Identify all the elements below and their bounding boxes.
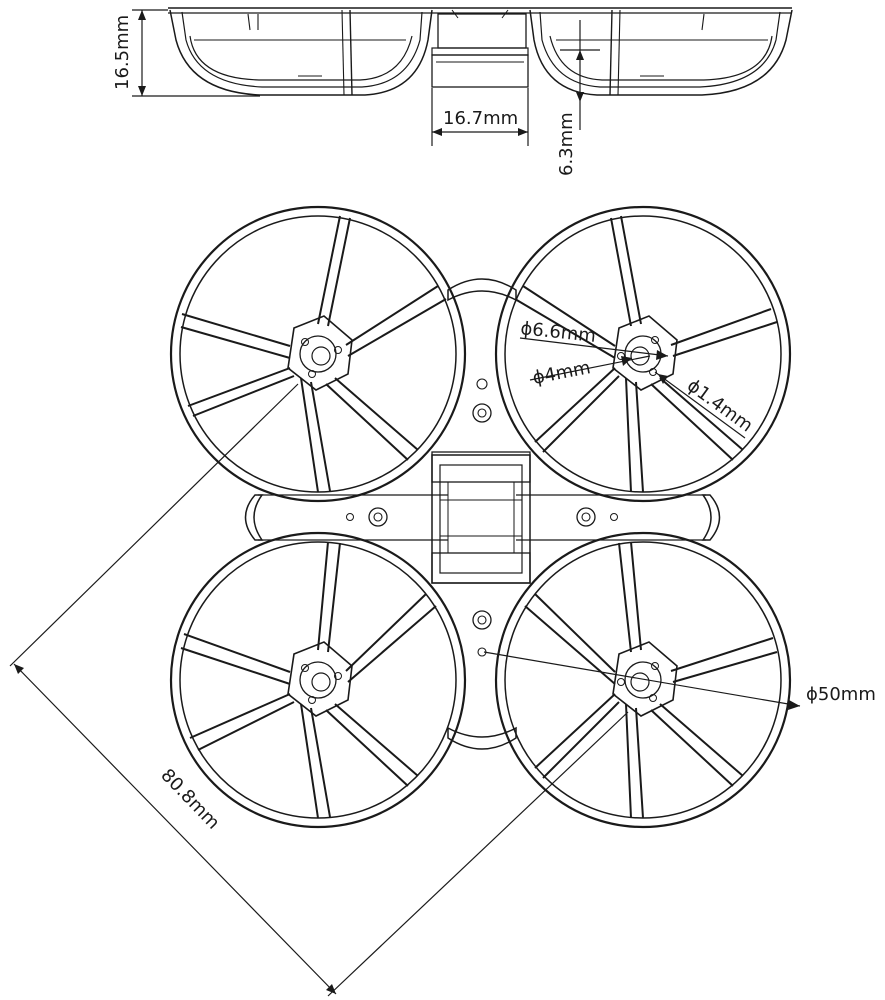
side-view bbox=[132, 7, 793, 146]
dim-screw-hole-label: ϕ1.4mm bbox=[683, 375, 756, 436]
duct-bottom-left bbox=[169, 531, 467, 829]
dim-side-height-label: 16.5mm bbox=[112, 15, 133, 90]
top-view bbox=[9, 205, 801, 997]
dim-battery-gap-label: 6.3mm bbox=[556, 112, 577, 176]
dim-motor-inner-label: ϕ4mm bbox=[531, 357, 592, 389]
dim-diagonal-wheelbase-label: 80.8mm bbox=[156, 765, 223, 834]
duct-bottom-right bbox=[494, 531, 792, 829]
dim-motor-outer-label: ϕ6.6mm bbox=[519, 318, 596, 347]
dim-duct-diameter-label: ϕ50mm bbox=[806, 684, 876, 705]
duct-top-left bbox=[169, 205, 467, 503]
dim-battery-width-label: 16.7mm bbox=[443, 108, 518, 129]
duct-top-right bbox=[494, 205, 792, 503]
